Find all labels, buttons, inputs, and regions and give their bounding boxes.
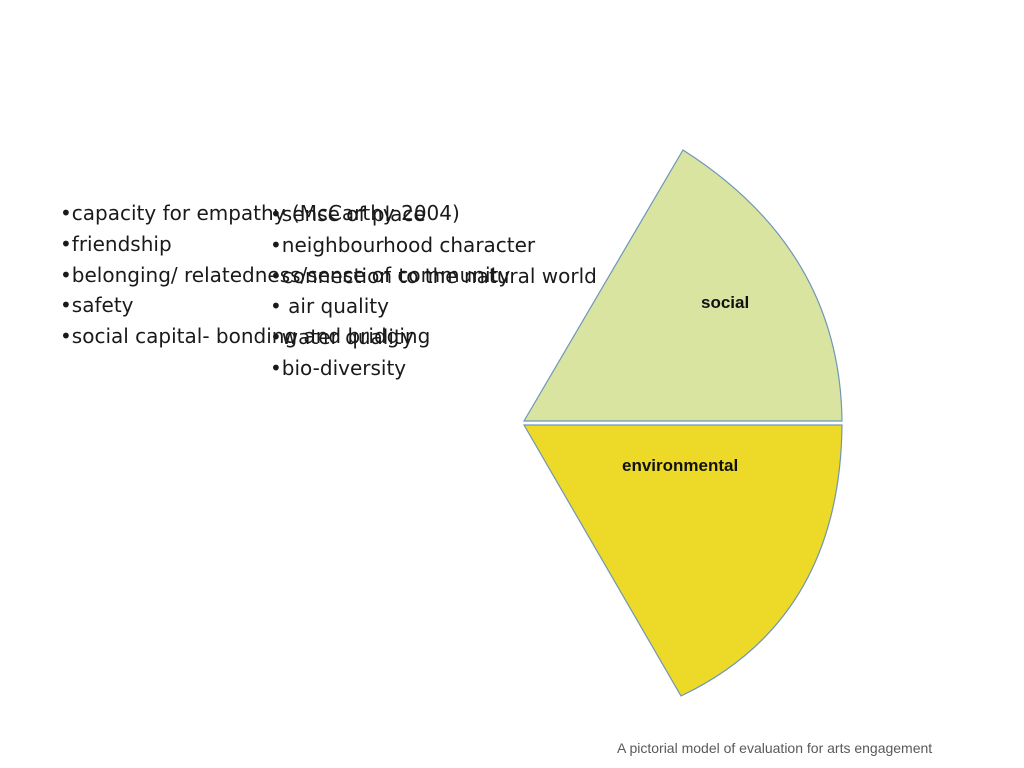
list-item: •connection to the natural world — [270, 263, 597, 288]
list-item: •sense of place — [270, 202, 426, 226]
social-sector — [522, 149, 843, 422]
list-item: • air quality — [270, 294, 389, 319]
social-outcomes-list: •capacity for empathy (McCarthy 2004) •f… — [60, 198, 510, 352]
list-item: •safety — [60, 293, 134, 318]
list-item: •friendship — [60, 231, 172, 256]
environmental-outcomes-list: •sense of place •neighbourhood character… — [270, 199, 597, 384]
list-item: •social capital- bonding and bridging — [60, 324, 431, 349]
list-item: •belonging/ relatedness/sense of communi… — [60, 262, 511, 287]
social-sector-label: social — [701, 293, 750, 312]
environmental-sector-label: environmental — [622, 456, 739, 475]
list-item: •capacity for empathy (McCarthy 2004) — [60, 201, 460, 225]
list-item: •water quality — [270, 325, 414, 350]
list-item: •bio-diversity — [270, 355, 407, 380]
environmental-sector — [522, 424, 843, 697]
list-item: •neighbourhood character — [270, 232, 536, 257]
slide-caption: A pictorial model of evaluation for arts… — [617, 740, 933, 756]
